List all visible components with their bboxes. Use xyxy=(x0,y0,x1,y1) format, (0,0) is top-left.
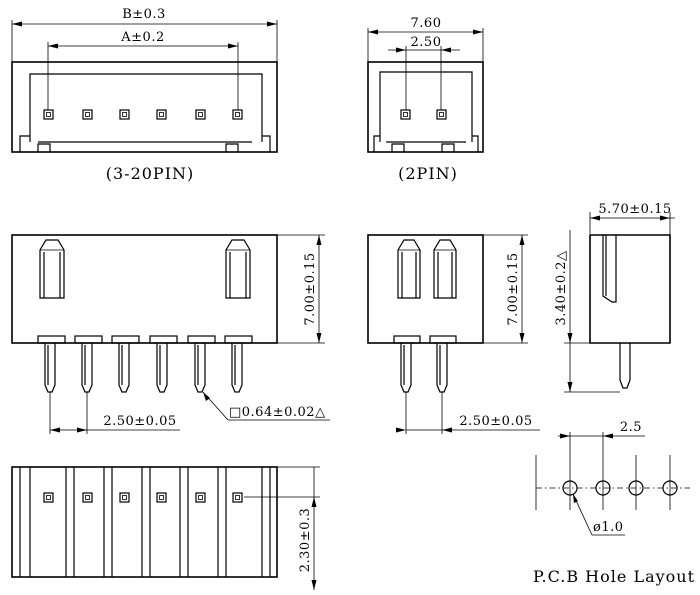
top-view-2pin-latch xyxy=(373,135,479,152)
pin-square xyxy=(82,492,93,503)
dim-height-label: 7.00±0.15 xyxy=(303,252,318,325)
dim-pin-size-label: □0.64±0.02△ xyxy=(229,405,326,420)
side-view: 5.70±0.15 3.40±0.2△ xyxy=(554,202,675,393)
pin-square xyxy=(43,109,54,120)
front-view-2pin: 7.00±0.15 2.50±0.05 xyxy=(367,234,540,434)
pin-square xyxy=(119,492,130,503)
pin-square xyxy=(195,109,206,120)
pin-square xyxy=(436,109,447,120)
pin-square xyxy=(195,492,206,503)
top-view-multi: B±0.3 A±0.2 (3-20PIN) xyxy=(11,7,278,183)
top-view-multi-inner-wall xyxy=(29,73,263,142)
pin-square xyxy=(43,492,54,503)
dim-pitch-label: 2.50 xyxy=(411,35,442,50)
pin-square xyxy=(235,112,240,117)
pcb-layout: 2.5 ø1.0 P.C.B Hole Layout xyxy=(533,420,695,586)
pin-square xyxy=(119,109,130,120)
bottom-view-pins xyxy=(43,492,243,503)
front-view-2pin-latch-right xyxy=(433,239,457,299)
top-view-multi-pins xyxy=(43,109,243,120)
dim-height-2pin-label: 7.00±0.15 xyxy=(506,252,521,325)
dim-depth-label: 5.70±0.15 xyxy=(598,202,671,217)
front-view-2pin-body xyxy=(367,234,484,344)
pin-square xyxy=(85,112,90,117)
pcb-hole xyxy=(562,480,578,496)
dim-b-label: B±0.3 xyxy=(122,7,166,22)
front-view-multi-body xyxy=(11,234,278,344)
side-view-pin xyxy=(619,343,631,389)
dim-slot-label: 3.40±0.2△ xyxy=(554,250,569,325)
dim-width-label: 7.60 xyxy=(411,16,442,31)
front-view-multi: 7.00±0.15 2.50±0.05 □0.64±0.02△ xyxy=(11,234,330,434)
dim-a-label: A±0.2 xyxy=(120,30,164,45)
pin-square xyxy=(82,109,93,120)
pcb-hole xyxy=(628,480,644,496)
dim-offset-label: 2.30±0.3 xyxy=(298,508,313,573)
pin-square xyxy=(122,112,127,117)
bottom-view-body xyxy=(11,466,278,578)
side-view-slot xyxy=(602,235,617,303)
top-view-multi-housing xyxy=(11,61,278,153)
top-view-2pin-housing xyxy=(367,61,484,153)
pin-square xyxy=(232,492,243,503)
caption-2pin: (2PIN) xyxy=(398,164,458,183)
top-view-multi-latch xyxy=(19,135,271,152)
bottom-view: 2.30±0.3 xyxy=(11,466,320,590)
front-view-2pin-latch-left xyxy=(397,239,421,299)
caption-3-20pin: (3-20PIN) xyxy=(106,164,195,183)
pin-square xyxy=(46,112,51,117)
top-view-2pin: 7.60 2.50 (2PIN) xyxy=(367,16,484,183)
dim-hole-label: ø1.0 xyxy=(593,520,624,535)
top-view-multi-feet xyxy=(37,143,239,152)
pin-square xyxy=(400,109,411,120)
dim-pitch-multi-label: 2.50±0.05 xyxy=(103,414,176,429)
front-view-multi-pins xyxy=(37,335,253,393)
top-view-2pin-feet xyxy=(391,143,455,152)
pcb-hole xyxy=(595,480,611,496)
caption-pcb-layout: P.C.B Hole Layout xyxy=(533,567,695,586)
dim-pcb-pitch-label: 2.5 xyxy=(620,420,642,435)
pcb-hole xyxy=(662,480,678,496)
pin-square xyxy=(232,109,243,120)
pin-square xyxy=(156,492,167,503)
top-view-2pin-inner-wall xyxy=(379,71,473,142)
dim-pitch-2pin-label: 2.50±0.05 xyxy=(459,414,532,429)
pin-square xyxy=(156,109,167,120)
pin-square xyxy=(159,112,164,117)
side-view-body xyxy=(589,234,671,344)
pin-square xyxy=(198,112,203,117)
